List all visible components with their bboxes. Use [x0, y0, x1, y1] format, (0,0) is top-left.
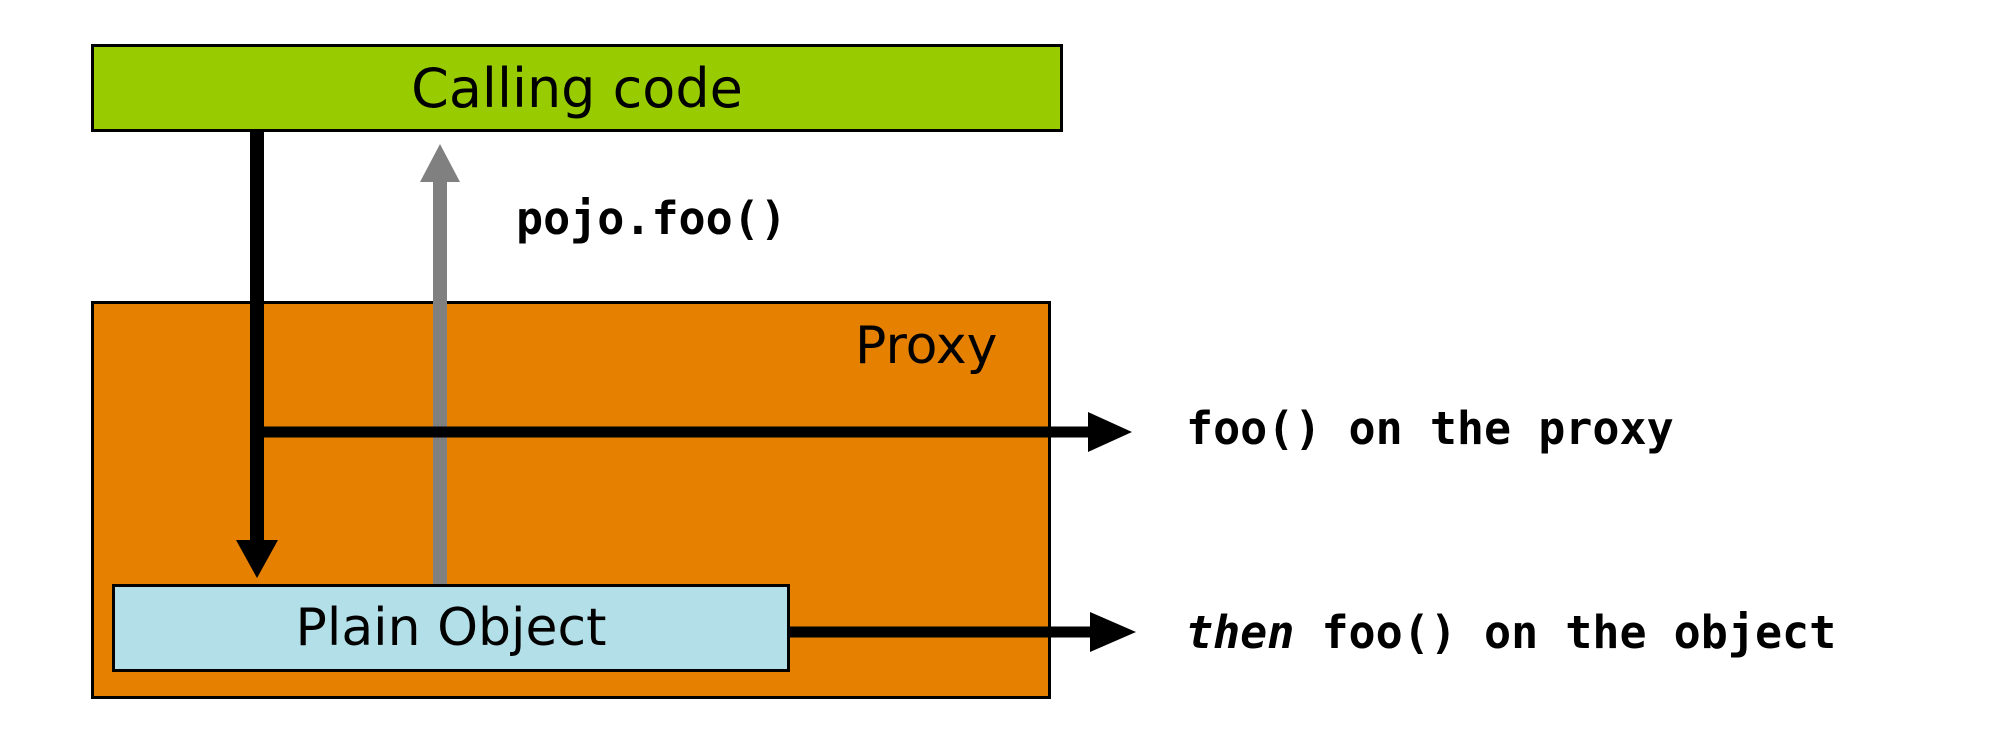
- object-call-label: then foo() on the object: [1186, 606, 1836, 659]
- object-call-prefix: then: [1186, 606, 1295, 659]
- call-down-arrow-head: [236, 540, 278, 578]
- proxy-call-label: foo() on the proxy: [1186, 402, 1674, 455]
- return-up-arrow-head: [420, 144, 460, 182]
- plain-object-label: Plain Object: [295, 598, 607, 658]
- object-call-arrow-head: [1090, 612, 1136, 652]
- proxy-call-arrow-head: [1088, 412, 1132, 452]
- pojo-call-label: pojo.foo(): [516, 192, 787, 245]
- object-call-rest: foo() on the object: [1294, 606, 1837, 659]
- calling-code-box: Calling code: [91, 44, 1063, 132]
- calling-code-label: Calling code: [411, 56, 743, 120]
- proxy-label: Proxy: [855, 316, 998, 376]
- plain-object-box: Plain Object: [112, 584, 790, 672]
